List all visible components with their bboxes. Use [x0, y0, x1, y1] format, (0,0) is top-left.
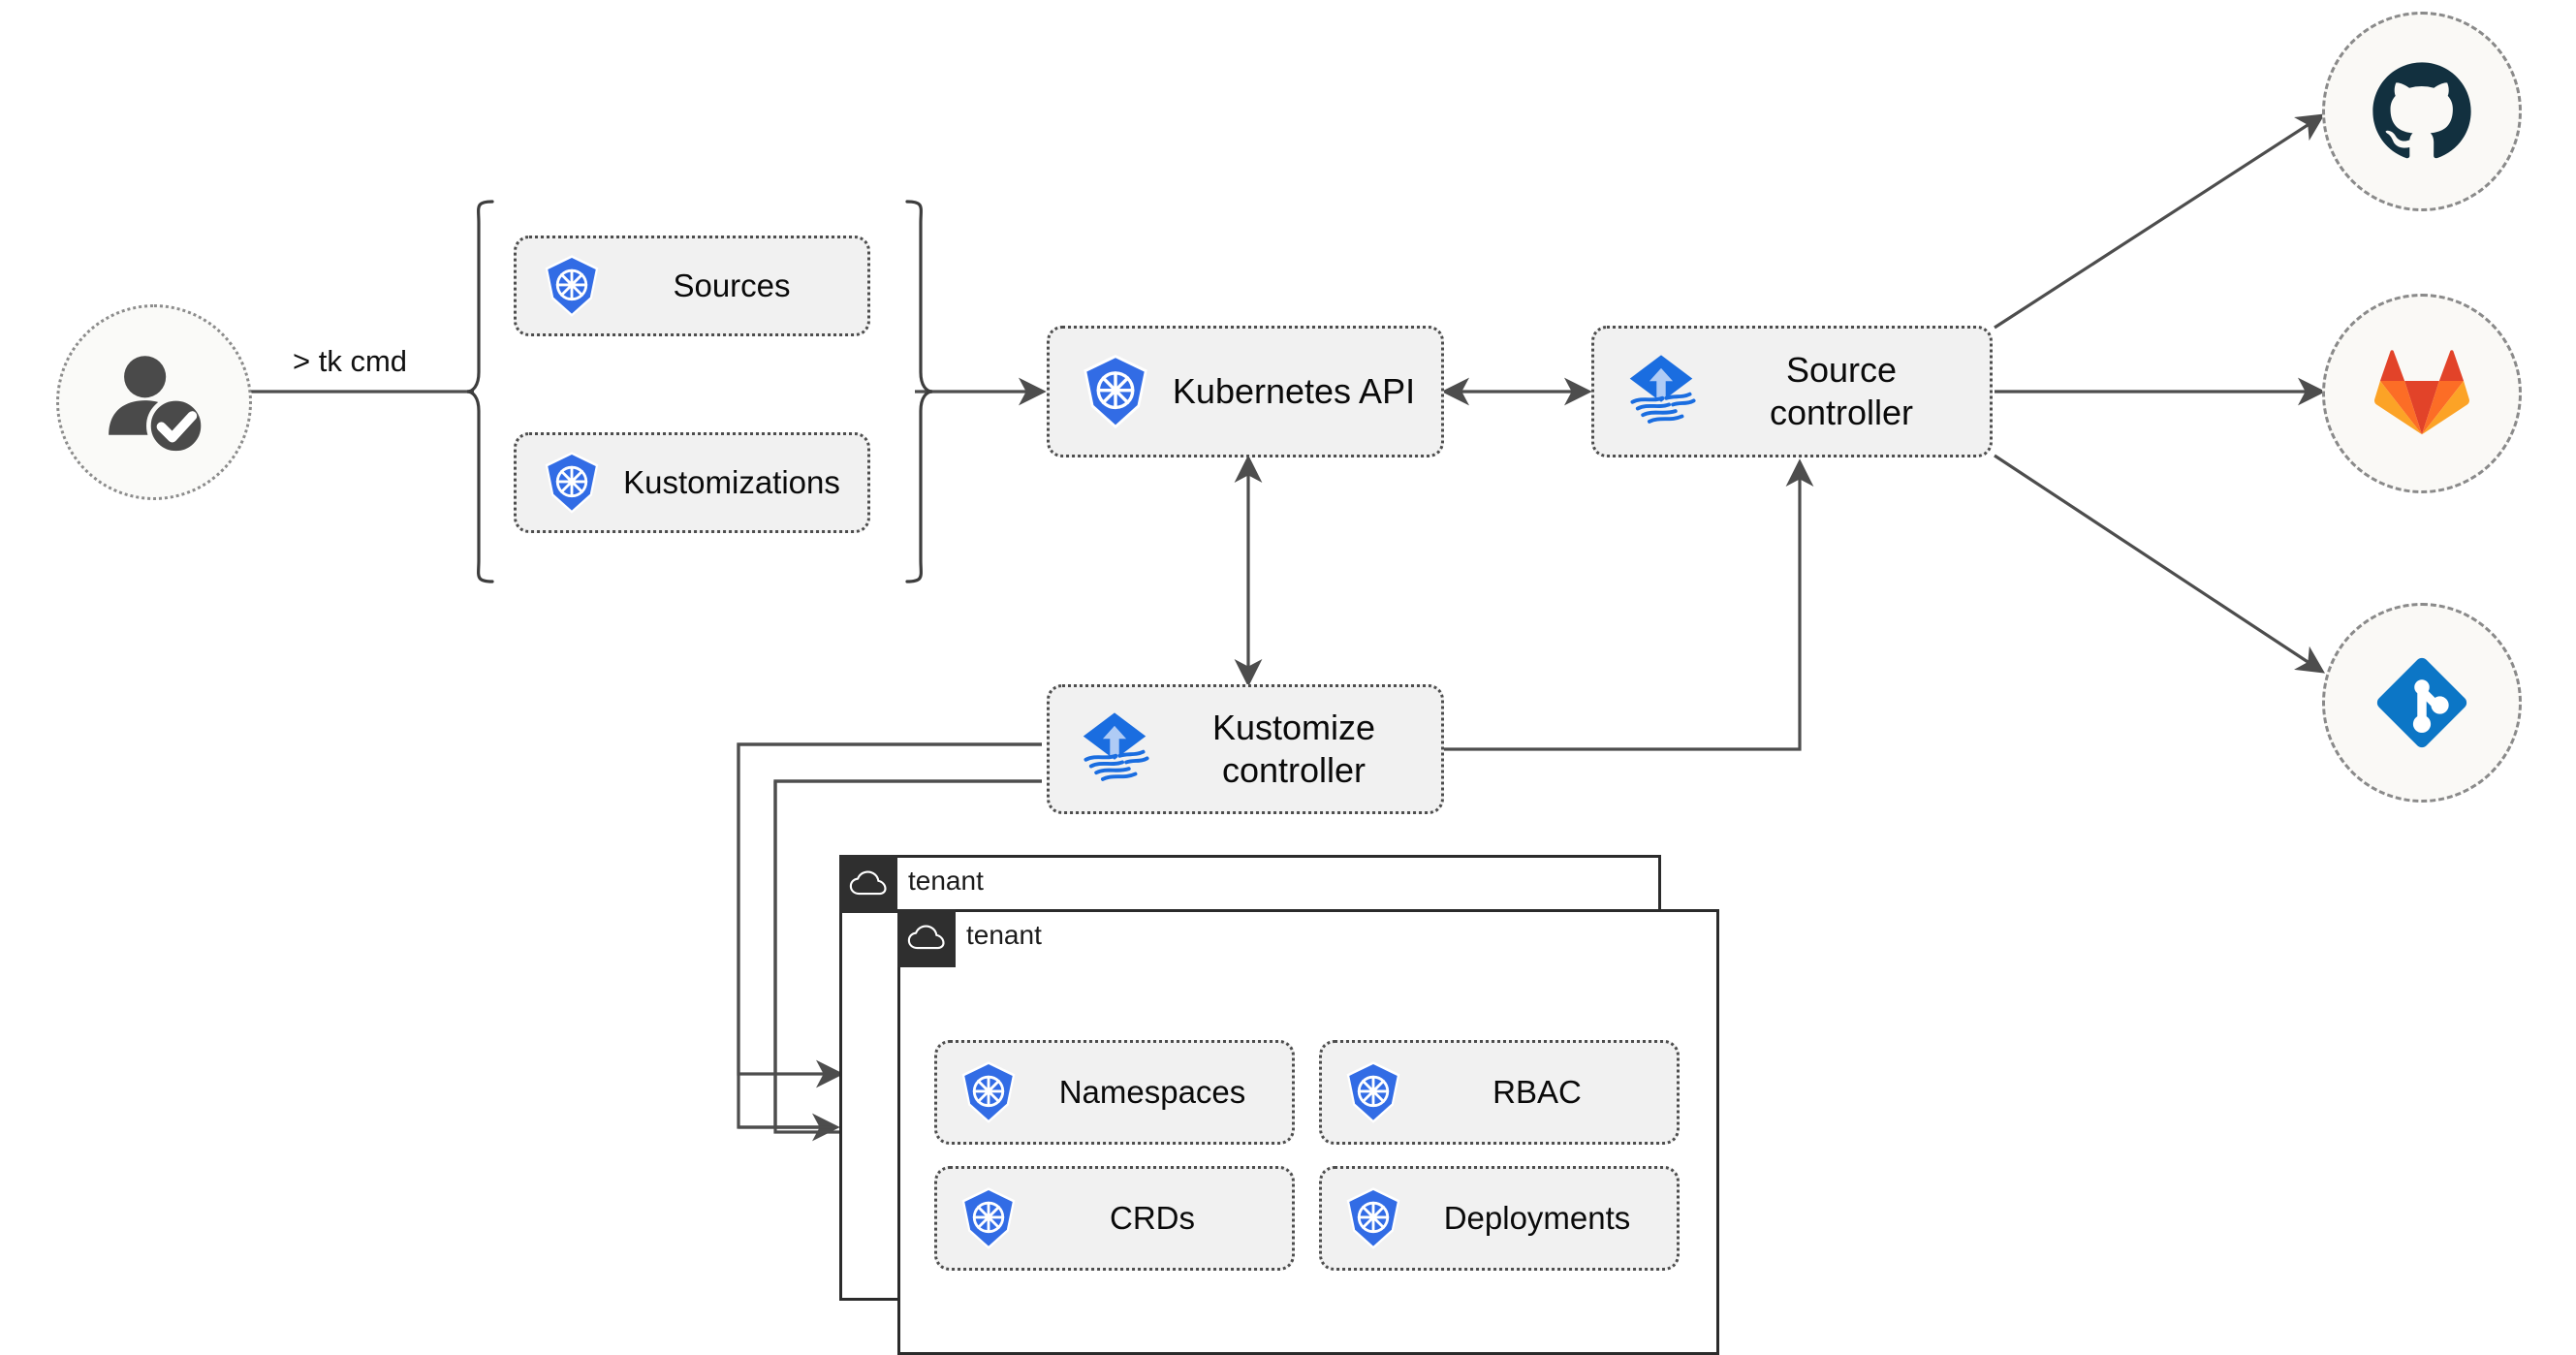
- kubernetes-icon: [955, 1184, 1022, 1252]
- node-label: Kubernetes API: [1172, 371, 1416, 412]
- cli-command-label: > tk cmd: [287, 344, 414, 379]
- github-icon: [2372, 62, 2471, 159]
- cloud-icon: [849, 870, 887, 896]
- node-kubernetes-api[interactable]: Kubernetes API: [1047, 326, 1444, 457]
- node-label: Kustomize controller: [1156, 707, 1441, 792]
- flux-icon: [1619, 350, 1703, 433]
- node-label: Deployments: [1443, 1199, 1631, 1236]
- node-label: Namespaces: [1058, 1073, 1246, 1110]
- node-label: RBAC: [1492, 1073, 1582, 1110]
- node-label: Sources: [673, 267, 791, 303]
- gitlab-icon: [2374, 350, 2469, 435]
- node-label-line2: controller: [1221, 750, 1367, 790]
- node-label: Kustomizations: [623, 463, 840, 500]
- provider-git[interactable]: [2322, 603, 2522, 803]
- node-label-line2: controller: [1769, 393, 1914, 432]
- node-source-controller[interactable]: Source controller: [1591, 326, 1993, 457]
- node-label: Source controller: [1703, 349, 1990, 434]
- crd-group-brace: [467, 200, 932, 583]
- kubernetes-icon: [1339, 1184, 1407, 1252]
- node-label-line1: Kustomize: [1211, 708, 1376, 748]
- wire-source-to-github: [1994, 113, 2326, 330]
- node-namespaces[interactable]: Namespaces: [934, 1040, 1295, 1145]
- provider-gitlab[interactable]: [2322, 294, 2522, 493]
- user-verified-icon: [109, 356, 205, 456]
- actor-user-circle: [56, 304, 252, 500]
- tenant-title: tenant: [908, 866, 984, 896]
- wire-kustomize-to-source: [1441, 458, 1814, 751]
- cloud-icon: [907, 925, 945, 950]
- node-deployments[interactable]: Deployments: [1319, 1166, 1680, 1271]
- node-rbac[interactable]: RBAC: [1319, 1040, 1680, 1145]
- wire-source-to-git: [1994, 454, 2326, 674]
- node-label-line1: Source: [1785, 350, 1898, 391]
- node-kustomizations[interactable]: Kustomizations: [514, 432, 870, 533]
- kubernetes-icon: [538, 449, 606, 517]
- kubernetes-icon: [1075, 351, 1156, 432]
- kubernetes-icon: [1339, 1058, 1407, 1126]
- tenant-panel-front: tenant Namespaces: [897, 909, 1719, 1355]
- flux-icon: [1073, 708, 1156, 791]
- kubernetes-icon: [538, 252, 606, 320]
- git-repository-icon: [2376, 657, 2467, 748]
- tenant-title: tenant: [966, 920, 1042, 950]
- node-kustomize-controller[interactable]: Kustomize controller: [1047, 684, 1444, 814]
- kubernetes-icon: [955, 1058, 1022, 1126]
- tenant-tab: [839, 855, 897, 913]
- node-label: CRDs: [1110, 1199, 1195, 1236]
- provider-github[interactable]: [2322, 12, 2522, 211]
- node-sources[interactable]: Sources: [514, 236, 870, 336]
- tenant-tab: [897, 909, 956, 967]
- node-crds[interactable]: CRDs: [934, 1166, 1295, 1271]
